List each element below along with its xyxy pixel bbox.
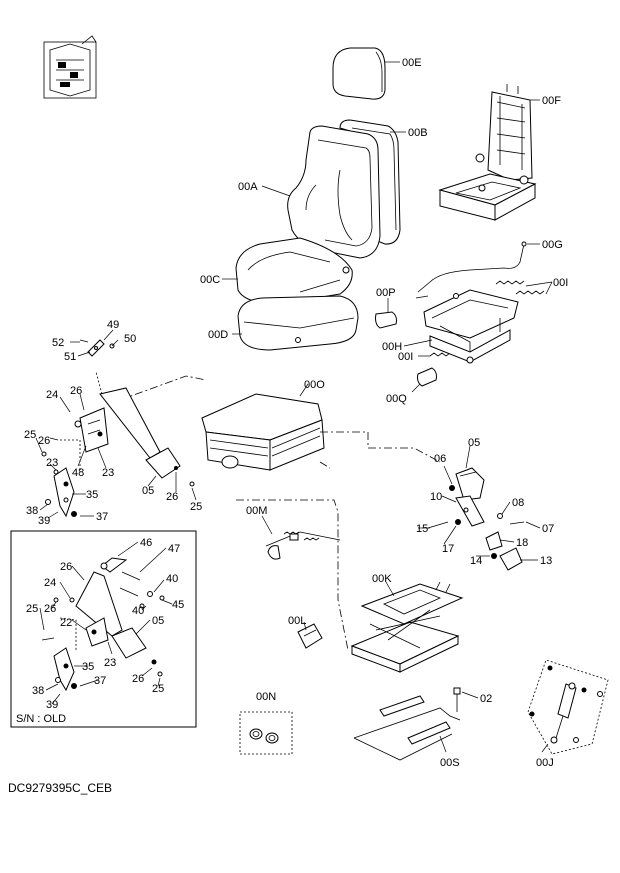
- lumbar-kit-part: [265, 531, 341, 560]
- inset-callout-22: 22: [60, 617, 72, 629]
- headrest-part: [332, 47, 386, 100]
- callout-00F: 00F: [542, 95, 561, 107]
- callout-39: 39: [38, 515, 50, 527]
- seat-base-pad-part: [237, 295, 359, 351]
- inset-callout-45: 45: [172, 599, 184, 611]
- callout-00I-lower: 00I: [398, 351, 413, 363]
- armrest-right-part: [427, 467, 525, 571]
- inset-callout-05: 05: [152, 615, 164, 627]
- cap-set-part: [239, 711, 293, 755]
- callout-25-a: 25: [24, 429, 36, 441]
- old-serial-inset: [10, 530, 197, 728]
- knob-part: [375, 311, 397, 329]
- callout-38: 38: [26, 505, 38, 517]
- bolt-part: [453, 687, 461, 712]
- handle-bar-part: [353, 695, 461, 761]
- callout-00D: 00D: [208, 329, 228, 341]
- callout-08: 08: [512, 497, 524, 509]
- callout-00E: 00E: [402, 57, 422, 69]
- callout-50: 50: [124, 333, 136, 345]
- callout-00K: 00K: [372, 573, 392, 585]
- lever-knob-part: [417, 367, 437, 387]
- callout-52: 52: [52, 337, 64, 349]
- callout-00J: 00J: [536, 757, 554, 769]
- callout-00I-upper: 00I: [553, 277, 568, 289]
- spring-part: [429, 280, 545, 357]
- inset-callout-26-a: 26: [60, 561, 72, 573]
- shock-absorber-part: [527, 659, 609, 755]
- callout-02: 02: [480, 693, 492, 705]
- inset-callout-35: 35: [82, 661, 94, 673]
- callout-26-b: 26: [38, 435, 50, 447]
- callout-10: 10: [430, 491, 442, 503]
- callout-24: 24: [46, 389, 58, 401]
- callout-00H: 00H: [382, 341, 402, 353]
- inset-caption: S/N : OLD: [16, 713, 66, 725]
- inset-callout-25-b: 25: [152, 683, 164, 695]
- callout-00G: 00G: [542, 239, 563, 251]
- inset-callout-26-c: 26: [132, 673, 144, 685]
- inset-callout-46: 46: [140, 537, 152, 549]
- callout-35: 35: [86, 489, 98, 501]
- callout-26-c: 26: [166, 491, 178, 503]
- callout-51: 51: [64, 351, 76, 363]
- callout-49: 49: [107, 319, 119, 331]
- inset-callout-26-b: 26: [44, 603, 56, 615]
- callout-00B: 00B: [408, 127, 428, 139]
- callout-00N: 00N: [256, 691, 276, 703]
- callout-00S: 00S: [440, 757, 460, 769]
- callout-00M: 00M: [246, 505, 267, 517]
- inset-callout-47: 47: [168, 543, 180, 555]
- callout-37: 37: [96, 511, 108, 523]
- inset-callout-25-a: 25: [26, 603, 38, 615]
- callout-05-b: 05: [468, 437, 480, 449]
- callout-48: 48: [72, 467, 84, 479]
- callout-23-b: 23: [102, 467, 114, 479]
- slide-rail-part: [415, 289, 519, 364]
- callout-00L: 00L: [288, 615, 306, 627]
- machine-thumbnail-icon: [43, 35, 97, 99]
- callout-23-a: 23: [46, 457, 58, 469]
- inset-callout-39: 39: [46, 699, 58, 711]
- callout-07: 07: [542, 523, 554, 535]
- inset-callout-23: 23: [104, 657, 116, 669]
- callout-18: 18: [516, 537, 528, 549]
- armrest-bracket-part: [41, 339, 195, 518]
- callout-17: 17: [442, 543, 454, 555]
- bracket-part: [297, 623, 323, 649]
- callout-00P: 00P: [376, 287, 396, 299]
- callout-05-a: 05: [142, 485, 154, 497]
- callout-14: 14: [470, 555, 482, 567]
- callout-00A: 00A: [238, 181, 258, 193]
- callout-13: 13: [540, 555, 552, 567]
- inset-callout-24: 24: [44, 577, 56, 589]
- seat-frame-part: [438, 84, 537, 221]
- inset-callout-40-b: 40: [132, 605, 144, 617]
- scissor-base-part: [350, 581, 464, 673]
- callout-15: 15: [416, 523, 428, 535]
- callout-06: 06: [434, 453, 446, 465]
- callout-26-a: 26: [70, 385, 82, 397]
- drawing-code: DC9279395C_CEB: [8, 781, 112, 795]
- callout-00Q: 00Q: [386, 393, 407, 405]
- inset-callout-38: 38: [32, 685, 44, 697]
- seat-suspension-part: [201, 393, 325, 471]
- callout-00O: 00O: [304, 379, 325, 391]
- callout-25-b: 25: [190, 501, 202, 513]
- callout-00C: 00C: [200, 274, 220, 286]
- backrest-part: [287, 125, 381, 259]
- inset-callout-37: 37: [94, 675, 106, 687]
- inset-callout-40-a: 40: [166, 573, 178, 585]
- adjuster-cable-part: [417, 241, 527, 293]
